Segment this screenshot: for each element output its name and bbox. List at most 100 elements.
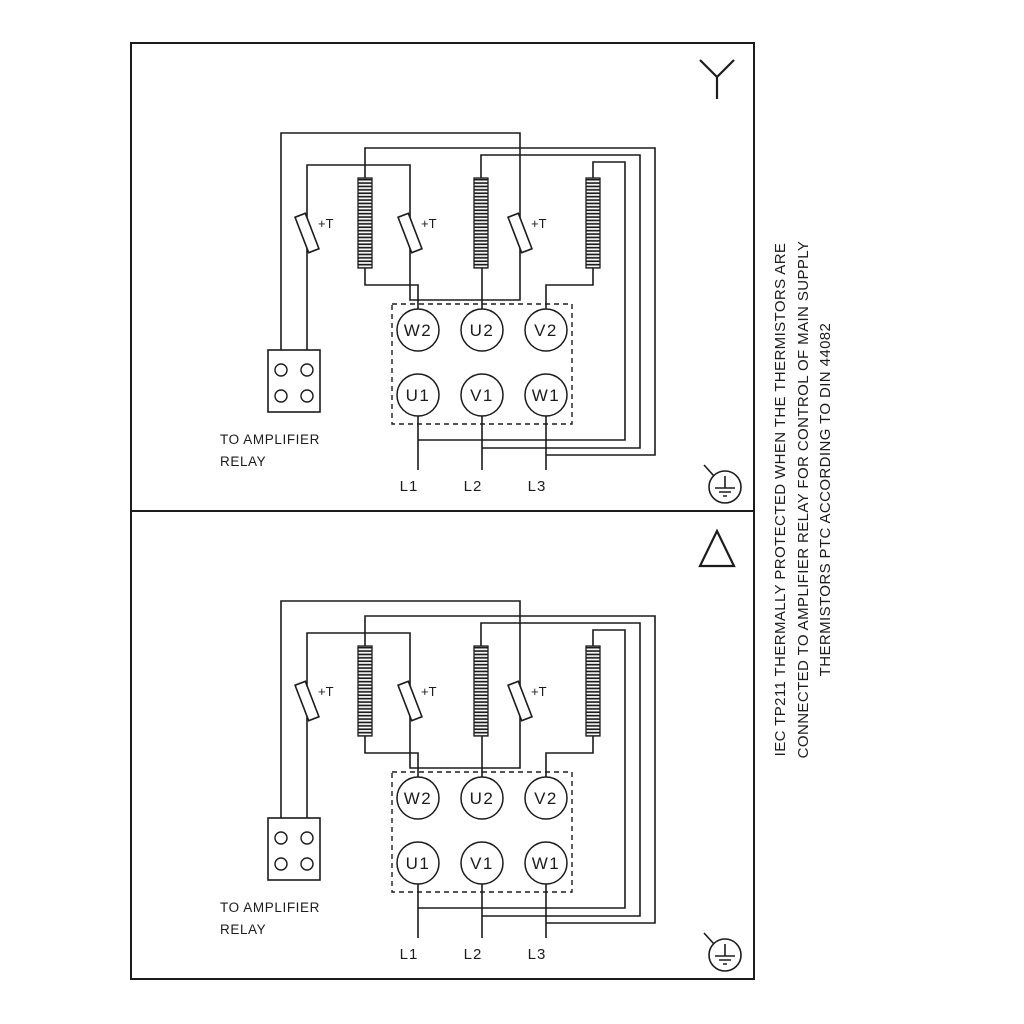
thermistor-label: +T — [531, 216, 547, 231]
relay-contact — [274, 389, 288, 403]
relay-label-line1: TO AMPLIFIER — [220, 900, 320, 915]
terminal-label: V1 — [470, 854, 494, 873]
terminal-label: W2 — [404, 789, 433, 808]
terminal-to-winding-wires — [364, 736, 594, 777]
winding-coil — [473, 177, 489, 269]
terminal-u2 — [460, 308, 504, 352]
terminal-block-outline — [391, 771, 573, 893]
terminal-label: V2 — [534, 321, 558, 340]
relay-contact — [274, 831, 288, 845]
winding-coil — [585, 645, 601, 737]
supply-wires — [417, 416, 547, 470]
thermistor: +T — [507, 680, 547, 722]
side-note-line: THERMISTORS PTC ACCORDING TO DIN 44082 — [817, 322, 834, 677]
winding-coil — [473, 645, 489, 737]
supply-labels: L1 L2 L3 — [400, 946, 547, 963]
motor-windings — [357, 645, 601, 737]
thermistor: +T — [294, 680, 334, 722]
thermistors: +T +T +T — [294, 680, 547, 722]
relay-contact — [300, 831, 314, 845]
terminal-u1 — [396, 841, 440, 885]
relay-label-line2: RELAY — [220, 922, 266, 937]
terminal-w2 — [396, 776, 440, 820]
supply-labels: L1 L2 L3 — [400, 478, 547, 495]
terminal-label: U1 — [406, 386, 431, 405]
earth-ground-symbol — [703, 464, 742, 504]
terminal-u2 — [460, 776, 504, 820]
motor-windings — [357, 177, 601, 269]
delta-connection-panel: +T +T +T TO AMPLIFIER RELAY — [130, 510, 755, 980]
thermistor-chain-wire — [280, 132, 521, 350]
side-note-text: IEC TP211 THERMALLY PROTECTED WHEN THE T… — [770, 47, 838, 952]
terminal-label: W2 — [404, 321, 433, 340]
terminal-block-outline — [391, 303, 573, 425]
amplifier-relay: TO AMPLIFIER RELAY — [220, 817, 321, 937]
supply-label-l3: L3 — [528, 946, 547, 963]
relay-contact — [300, 857, 314, 871]
earth-ground-symbol — [703, 932, 742, 972]
thermistor: +T — [397, 680, 437, 722]
winding-return-wires — [364, 147, 656, 456]
thermistor-body — [507, 680, 533, 722]
winding-return-wires — [364, 615, 656, 924]
terminal-label: V2 — [534, 789, 558, 808]
relay-label-line1: TO AMPLIFIER — [220, 432, 320, 447]
terminal-v1 — [460, 373, 504, 417]
terminal-block: W2 U2 V2 U1 V1 W1 — [391, 771, 573, 893]
supply-wires — [417, 884, 547, 938]
wiring — [280, 132, 656, 470]
winding-coil — [357, 645, 373, 737]
delta-symbol — [698, 528, 736, 568]
thermistor-chain-wire — [280, 600, 521, 818]
wiring — [280, 600, 656, 938]
star-symbol — [699, 59, 735, 99]
terminal-u1 — [396, 373, 440, 417]
supply-label-l1: L1 — [400, 478, 419, 495]
side-note-line: IEC TP211 THERMALLY PROTECTED WHEN THE T… — [772, 242, 789, 757]
thermistor-body — [507, 212, 533, 254]
relay-contact — [300, 363, 314, 377]
thermistor-body — [397, 680, 423, 722]
relay-box — [267, 817, 321, 881]
winding-coil — [357, 177, 373, 269]
terminal-label: U2 — [470, 789, 495, 808]
thermistor-label: +T — [531, 684, 547, 699]
relay-contact — [274, 857, 288, 871]
thermistors: +T +T +T — [294, 212, 547, 254]
terminal-v2 — [524, 308, 568, 352]
terminal-w1 — [524, 373, 568, 417]
amplifier-relay: TO AMPLIFIER RELAY — [220, 349, 321, 469]
relay-label-line2: RELAY — [220, 454, 266, 469]
thermistor-body — [397, 212, 423, 254]
star-connection-panel: +T +T +T TO AMPLIFIER RELAY — [130, 42, 755, 512]
side-note-line: CONNECTED TO AMPLIFIER RELAY FOR CONTROL… — [794, 240, 812, 759]
supply-label-l2: L2 — [464, 946, 483, 963]
relay-box — [267, 349, 321, 413]
thermistor-label: +T — [318, 216, 334, 231]
thermistor: +T — [507, 212, 547, 254]
terminal-block: W2 U2 V2 U1 V1 W1 — [391, 303, 573, 425]
thermistor-body — [294, 212, 320, 254]
terminal-to-winding-wires — [364, 268, 594, 309]
thermistor-label: +T — [318, 684, 334, 699]
terminal-w1 — [524, 841, 568, 885]
thermistor: +T — [397, 212, 437, 254]
terminal-v2 — [524, 776, 568, 820]
terminal-label: U1 — [406, 854, 431, 873]
terminal-label: W1 — [532, 386, 561, 405]
terminal-w2 — [396, 308, 440, 352]
relay-contact — [300, 389, 314, 403]
terminal-v1 — [460, 841, 504, 885]
supply-label-l3: L3 — [528, 478, 547, 495]
terminal-label: V1 — [470, 386, 494, 405]
thermistor-label: +T — [421, 216, 437, 231]
supply-label-l2: L2 — [464, 478, 483, 495]
thermistor: +T — [294, 212, 334, 254]
terminal-label: W1 — [532, 854, 561, 873]
supply-label-l1: L1 — [400, 946, 419, 963]
winding-coil — [585, 177, 601, 269]
terminal-label: U2 — [470, 321, 495, 340]
thermistor-label: +T — [421, 684, 437, 699]
relay-contact — [274, 363, 288, 377]
